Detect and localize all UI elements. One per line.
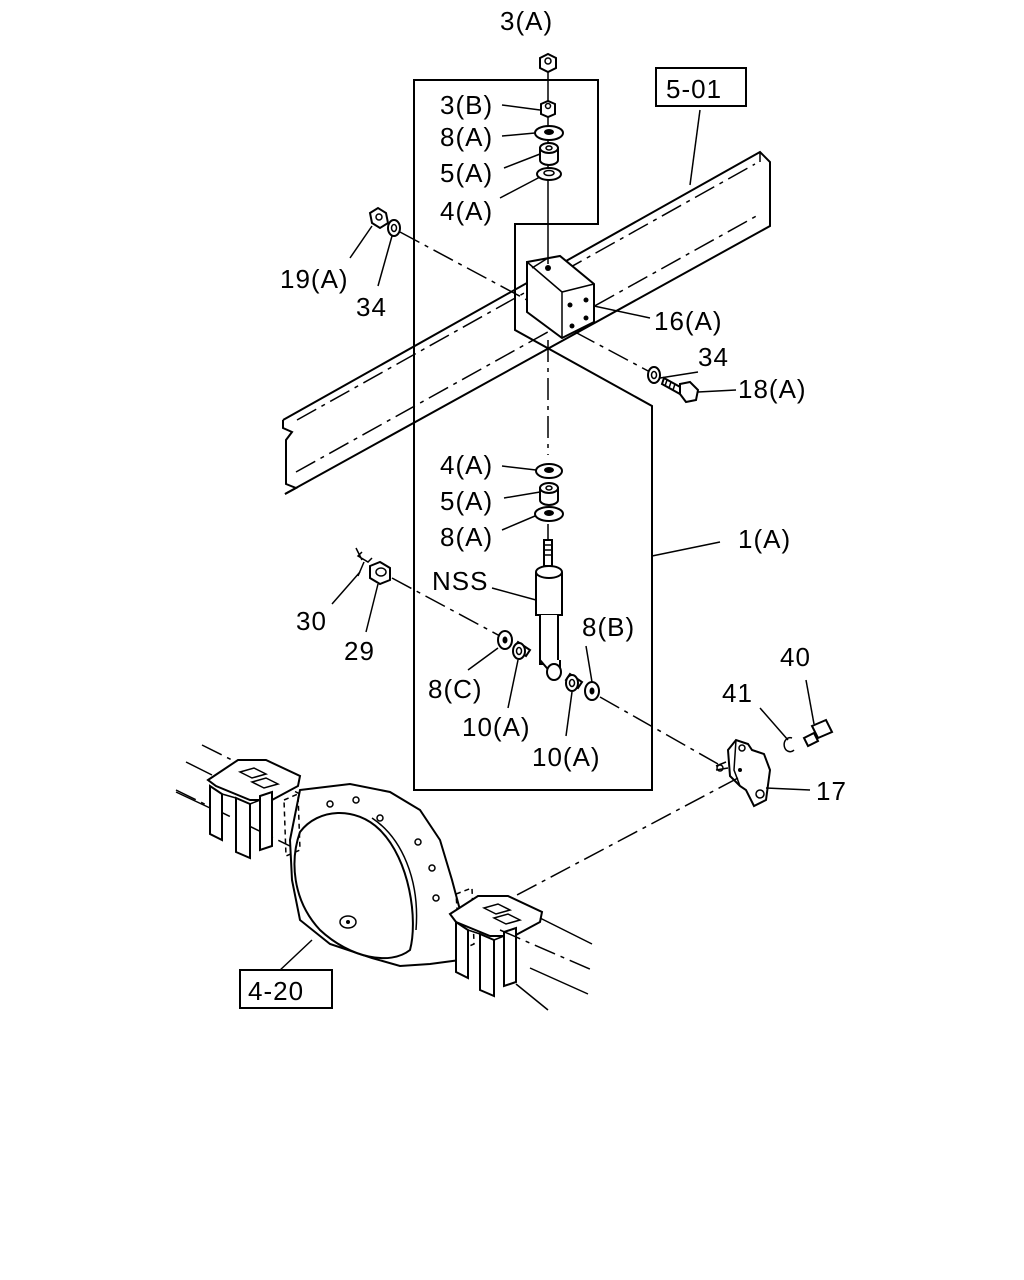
label-washer-8a-bot: 8(A): [440, 522, 493, 552]
frame-bracket: [526, 254, 595, 340]
label-washer-34-left: 34: [356, 292, 387, 322]
label-washer-34-right: 34: [698, 342, 729, 372]
label-bush-10a-right: 10(A): [532, 742, 601, 772]
label-pin-30: 30: [296, 606, 327, 636]
label-bush-5a-top: 5(A): [440, 158, 493, 188]
label-washer-8a-top: 8(A): [440, 122, 493, 152]
label-nut-3b: 3(B): [440, 90, 493, 120]
label-washer-4a-bot: 4(A): [440, 450, 493, 480]
label-bracket-16a: 16(A): [654, 306, 723, 336]
axle-ref-box[interactable]: [239, 969, 333, 1009]
assembly-outline: [413, 79, 653, 791]
label-washer-8c: 8(C): [428, 674, 483, 704]
label-bracket-17: 17: [816, 776, 847, 806]
label-nss: NSS: [432, 566, 488, 596]
top-stud-stack: [534, 52, 564, 264]
label-washer-4a-top: 4(A): [440, 196, 493, 226]
label-nut-29: 29: [344, 636, 375, 666]
axle-link-line: [499, 777, 739, 905]
label-bolt-18a: 18(A): [738, 374, 807, 404]
label-nut-3a: 3(A): [500, 6, 553, 36]
label-bush-5a-bot: 5(A): [440, 486, 493, 516]
shock-absorber: [535, 524, 563, 681]
lower-bushings: [497, 630, 719, 765]
label-washer-8b: 8(B): [582, 612, 635, 642]
nut-washer-left: [368, 206, 528, 301]
bolt-washer-right: [574, 331, 700, 404]
pin-and-nut: [355, 547, 501, 637]
label-bolt-40: 40: [780, 642, 811, 672]
label-absorber-1a: 1(A): [738, 524, 791, 554]
bottom-stud-stack: [534, 463, 564, 522]
frame-rail: [282, 150, 771, 495]
lower-bracket: [715, 718, 834, 808]
label-washer-41: 41: [722, 678, 753, 708]
label-nut-19a: 19(A): [280, 264, 349, 294]
rear-axle: [175, 744, 593, 1011]
axle-ref-label[interactable]: 4-20: [248, 976, 304, 1006]
frame-ref-label[interactable]: 5-01: [666, 74, 722, 104]
leader-lines: [277, 104, 815, 973]
frame-ref-box[interactable]: [655, 67, 747, 107]
label-bush-10a-left: 10(A): [462, 712, 531, 742]
